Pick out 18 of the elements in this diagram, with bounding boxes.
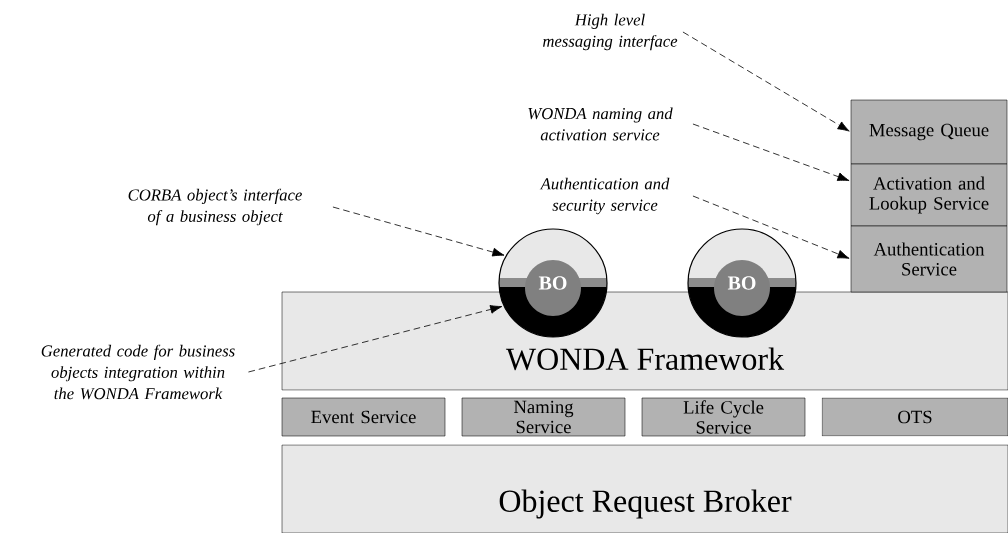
annotation-text: CORBA object’s interface of a business object bbox=[128, 188, 302, 226]
service-box: Message Queue bbox=[850, 99, 1008, 165]
annotation-text: High level messaging interface bbox=[543, 13, 678, 51]
service-box: Event Service bbox=[281, 397, 446, 437]
leader-arrow bbox=[692, 195, 850, 259]
service-box: OTS bbox=[821, 397, 1008, 437]
leader-arrow bbox=[332, 206, 505, 257]
service-box: Authentication Service bbox=[850, 225, 1008, 293]
leader-arrow bbox=[692, 123, 850, 181]
annotation-text: Generated code for business objects integration within the WONDA Framework bbox=[41, 344, 235, 400]
leader-arrow bbox=[682, 31, 850, 132]
annotation-text: WONDA naming and activation service bbox=[528, 107, 673, 141]
leader-arrow bbox=[248, 305, 503, 373]
annotation-text: Authentication and security service bbox=[539, 177, 670, 215]
service-box: Life Cycle Service bbox=[641, 397, 806, 437]
broker-layer: Object Request Broker bbox=[281, 444, 1008, 533]
service-box: Naming Service bbox=[461, 397, 626, 437]
service-box: Activation and Lookup Service bbox=[850, 163, 1008, 227]
